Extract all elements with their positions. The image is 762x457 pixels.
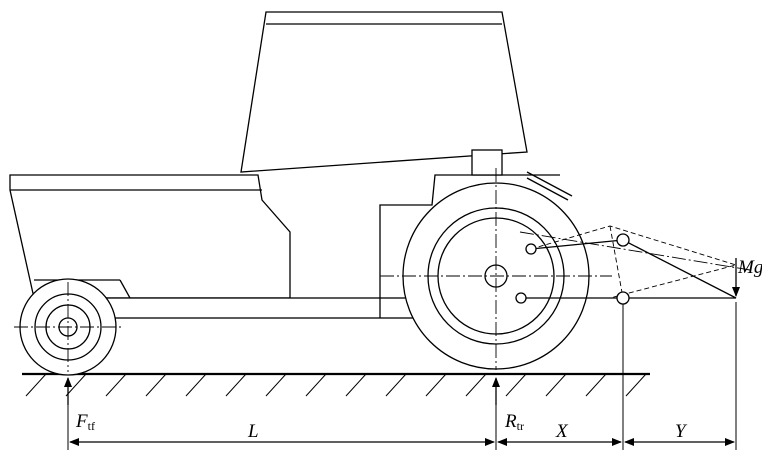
y-label: Y [675,421,688,442]
rear-fender [379,149,573,318]
chassis-frame [95,297,457,319]
centerlines [14,168,751,372]
engine-hood [9,174,291,299]
extension-lines [67,302,737,450]
ground [22,372,650,397]
front-force-label: Ftf [75,411,95,433]
force-arrows [64,258,740,405]
three-point-hitch [515,225,738,305]
x-label: X [555,421,569,442]
upper-hitch-point [616,233,630,247]
lower-link-pivot [515,292,527,304]
ground-hatching [25,373,647,397]
load-label: Mg [737,257,762,278]
cab [240,11,528,173]
top-link [530,239,624,250]
implement-frame [622,239,737,299]
top-link-pivot [525,243,537,255]
rear-reaction-label: Rtr [504,411,524,433]
wheelbase-label: L [247,421,259,442]
lower-hitch-point [616,291,630,305]
